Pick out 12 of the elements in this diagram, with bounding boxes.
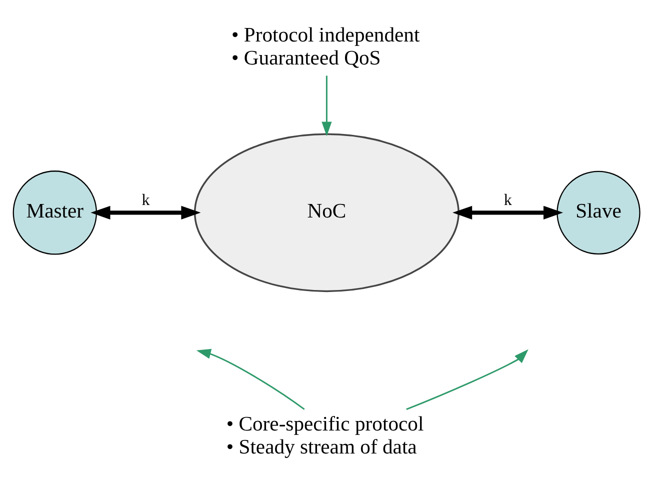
edge-label: k (142, 192, 150, 209)
node-text: • Protocol independent • Guaranteed QoS (232, 24, 420, 70)
node-ellipse: NoC (194, 133, 460, 292)
edge-label: k (504, 192, 512, 209)
node-circle: Master (12, 170, 98, 255)
arrow (90, 206, 201, 220)
node-text: • Core-specific protocol • Steady stream of data (226, 413, 424, 458)
arrow (406, 349, 528, 410)
node-circle: Slave (556, 170, 640, 255)
arrow (452, 206, 564, 220)
arrow (196, 348, 305, 410)
arrow (322, 76, 332, 136)
